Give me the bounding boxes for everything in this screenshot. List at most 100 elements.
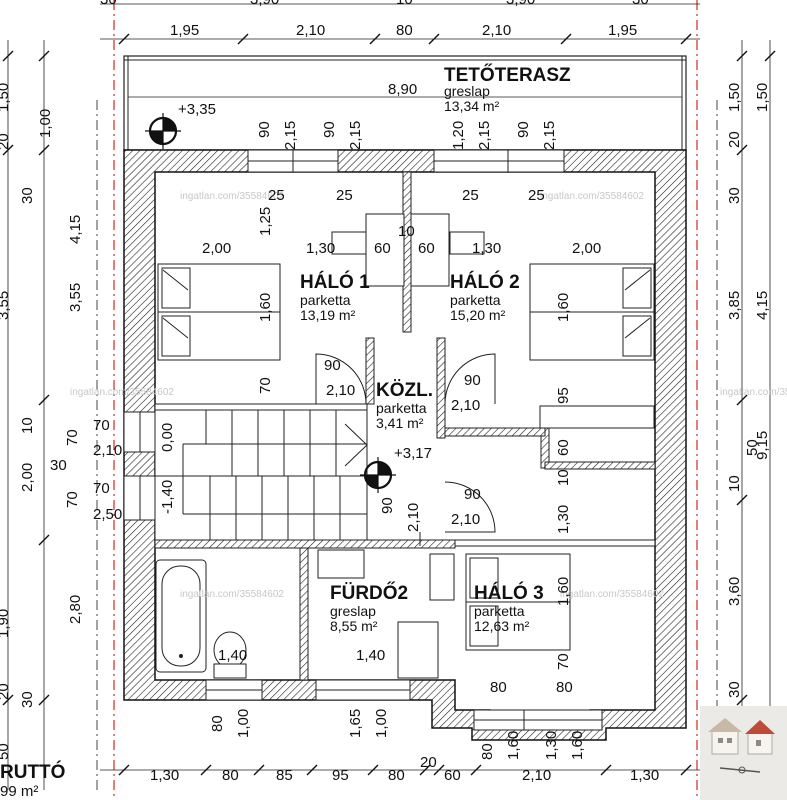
dim-label: 2,50 xyxy=(93,506,122,523)
room-material-kozl: parketta xyxy=(376,400,427,416)
room-area-halo2: 15,20 m² xyxy=(450,307,506,323)
dim-label: 80 xyxy=(396,22,413,39)
dim-label: 1,90 xyxy=(0,609,12,638)
dim-label: 2,10 xyxy=(326,382,355,399)
dim-label: 2,00 xyxy=(19,463,36,492)
dim-label: 10 xyxy=(555,469,572,486)
dim-label: 30 xyxy=(726,681,743,698)
level-marker-terrace: +3,35 xyxy=(178,101,216,118)
dim-label: 10 xyxy=(726,475,743,492)
dim-label: 90 xyxy=(256,121,273,138)
watermark-text: ingatlan.com/35584602 xyxy=(560,589,664,600)
dim-label: 1,50 xyxy=(0,83,12,112)
dim-label: 25 xyxy=(268,187,285,204)
dim-label: 1,50 xyxy=(754,83,771,112)
dim-label: 30 xyxy=(100,0,117,8)
dim-label: 80 xyxy=(479,743,496,760)
room-material-terrace: greslap xyxy=(444,83,490,99)
dim-label: 25 xyxy=(528,187,545,204)
dim-label: 2,15 xyxy=(347,121,364,150)
dim-label: 70 xyxy=(257,377,274,394)
footer-title-fragment: RUTTÓ xyxy=(0,761,65,783)
dim-label: 2,00 xyxy=(572,240,601,257)
room-name-terrace: TETŐTERASZ xyxy=(444,64,571,86)
dim-label: 2,10 xyxy=(296,22,325,39)
watermark-text: ingatlan.com/35584602 xyxy=(720,387,787,398)
dim-label: 70 xyxy=(93,417,110,434)
room-name-furdo2: FÜRDŐ2 xyxy=(330,582,408,604)
dim-label: 20 xyxy=(0,683,12,700)
watermarks: ingatlan.com/35584602 ingatlan.com/35584… xyxy=(70,191,787,600)
dim-label: 3,55 xyxy=(67,283,84,312)
dim-label: 1,60 xyxy=(555,293,572,322)
watermark-text: ingatlan.com/35584602 xyxy=(540,191,644,202)
dim-label: 3,90 xyxy=(250,0,279,8)
dim-label: 80 xyxy=(490,679,507,696)
dim-label: 95 xyxy=(332,767,349,784)
room-material-halo3: parketta xyxy=(474,603,525,619)
dim-label: 50 xyxy=(744,439,761,456)
dim-label: 1,30 xyxy=(555,505,572,534)
room-name-halo2: HÁLÓ 2 xyxy=(450,271,520,293)
dim-label: 1,30 xyxy=(630,767,659,784)
dim-label: 90 xyxy=(321,121,338,138)
dim-label: 95 xyxy=(555,387,572,404)
exterior-walls xyxy=(123,149,687,741)
dim-label: 3,90 xyxy=(506,0,535,8)
dim-label: 1,00 xyxy=(235,709,252,738)
dimension-lines xyxy=(2,3,776,790)
dim-label: 90 xyxy=(464,486,481,503)
dim-label: 80 xyxy=(556,679,573,696)
watermark-text: ingatlan.com/35584602 xyxy=(70,387,174,398)
room-labels: TETŐTERASZ greslap 13,34 m² HÁLÓ 1 parke… xyxy=(178,64,571,634)
dim-label: 25 xyxy=(336,187,353,204)
dim-label: 30 xyxy=(19,187,36,204)
dim-label: 30 xyxy=(726,187,743,204)
axis-lines xyxy=(96,0,718,800)
terrace xyxy=(123,55,687,151)
dim-label: 1,20 xyxy=(450,121,467,150)
dim-label: 1,25 xyxy=(257,207,274,236)
dim-label: 30 xyxy=(50,457,67,474)
dim-label: 1,30 xyxy=(543,731,560,760)
dim-label: 3,85 xyxy=(726,291,743,320)
dim-label: 2,15 xyxy=(282,121,299,150)
room-area-kozl: 3,41 m² xyxy=(376,415,424,431)
dim-label: 30 xyxy=(19,691,36,708)
dim-label: 1,50 xyxy=(726,83,743,112)
room-material-halo2: parketta xyxy=(450,292,501,308)
dims-window-top: 90 2,15 90 2,15 1,20 2,15 90 2,15 25 25 … xyxy=(256,121,558,204)
dims-top: 1,95 2,10 80 2,10 1,95 8,90 xyxy=(170,22,637,98)
dim-label: 20 xyxy=(420,754,437,771)
dim-label: 1,00 xyxy=(373,709,390,738)
dim-label: 60 xyxy=(418,240,435,257)
dim-label: 2,10 xyxy=(482,22,511,39)
footer-area-fragment: 99 m² xyxy=(0,783,38,800)
dims-top-partial: 30 3,90 10 3,90 30 xyxy=(100,0,649,8)
room-area-terrace: 13,34 m² xyxy=(444,98,500,114)
watermark-text: ingatlan.com/35584602 xyxy=(180,589,284,600)
dim-label: 2,10 xyxy=(522,767,551,784)
room-area-furdo2: 8,55 m² xyxy=(330,618,378,634)
dim-label: 3,60 xyxy=(726,577,743,606)
dim-label: 8,90 xyxy=(388,81,417,98)
dim-label: 2,10 xyxy=(451,511,480,528)
room-name-halo1: HÁLÓ 1 xyxy=(300,271,370,293)
dim-label: 90 xyxy=(379,497,396,514)
dim-label: 3,55 xyxy=(0,291,12,320)
footer-fragment: RUTTÓ 99 m² xyxy=(0,761,65,800)
room-area-halo1: 13,19 m² xyxy=(300,307,356,323)
watermark-text: ingatlan.com/35584602 xyxy=(180,191,284,202)
dim-label: 10 xyxy=(398,223,415,240)
dims-bottom: 1,30 80 85 95 80 20 60 2,10 1,30 xyxy=(150,754,659,784)
dim-label: 9,15 xyxy=(754,431,771,460)
room-area-halo3: 12,63 m² xyxy=(474,618,530,634)
room-name-halo3: HÁLÓ 3 xyxy=(474,582,544,604)
dim-label: 10 xyxy=(396,0,413,8)
dim-label: 20 xyxy=(726,131,743,148)
dim-label: 2,15 xyxy=(476,121,493,150)
dim-label: 1,60 xyxy=(505,731,522,760)
dim-label: 2,10 xyxy=(451,397,480,414)
dim-label: 4,15 xyxy=(67,215,84,244)
